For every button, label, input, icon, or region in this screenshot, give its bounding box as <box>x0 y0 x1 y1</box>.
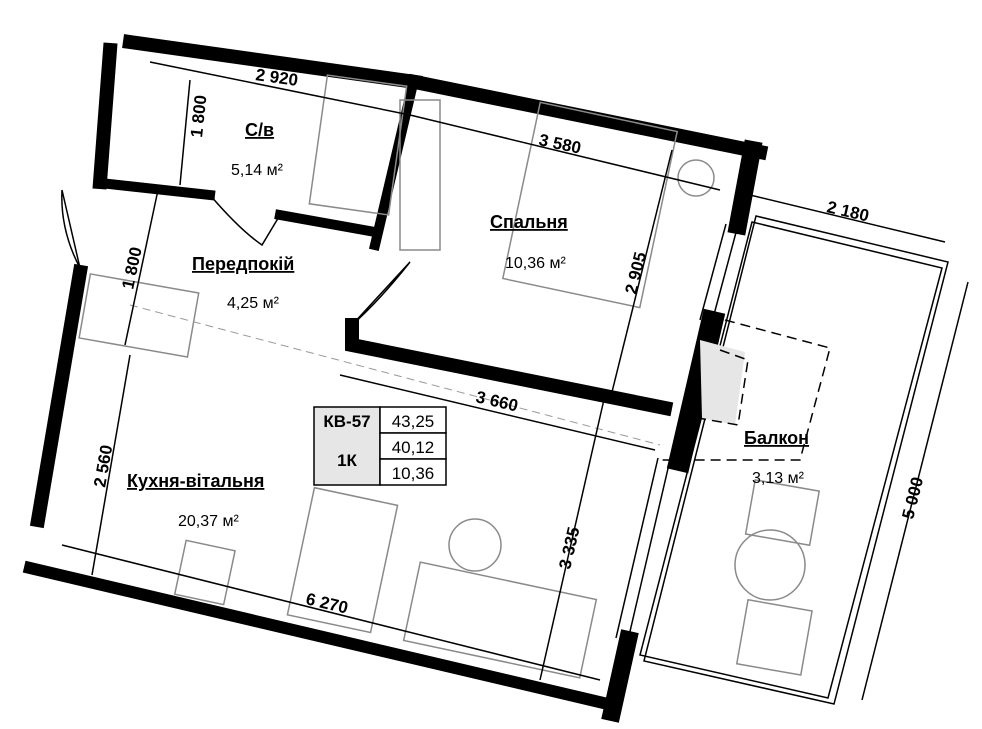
room-name-kitchen-living: Кухня-вітальня <box>127 471 264 491</box>
dimension-lines <box>61 61 969 701</box>
doors <box>61 189 411 326</box>
room-area-hallway: 4,25 м² <box>227 295 280 312</box>
dim-label: 1 800 <box>118 245 145 291</box>
room-name-bedroom: Спальня <box>490 212 568 232</box>
area-without-balcony: 40,12 <box>392 438 435 457</box>
room-area-balcony: 3,13 м² <box>752 470 805 487</box>
dim-label: 2 560 <box>90 443 116 488</box>
dim-label: 3 580 <box>537 130 583 157</box>
apartment-info-box: КВ-57 1К 43,25 40,12 10,36 <box>313 406 447 486</box>
dim-label: 6 270 <box>304 589 350 617</box>
room-name-hallway: Передпокій <box>192 254 294 274</box>
dim-label: 1 800 <box>187 94 210 138</box>
dim-label: 5 000 <box>898 475 927 521</box>
room-area-kitchen-living: 20,37 м² <box>178 513 239 530</box>
apartment-type: 1К <box>337 451 357 470</box>
dim-label: 2 180 <box>825 197 871 225</box>
dim-label: 2 905 <box>621 250 650 296</box>
room-name-balcony: Балкон <box>744 428 809 448</box>
dim-label: 3 335 <box>555 525 583 571</box>
apartment-number: КВ-57 <box>323 412 370 431</box>
dimension-labels: 2 920 1 800 3 580 2 180 1 800 2 905 3 66… <box>90 65 927 617</box>
furniture <box>78 74 831 679</box>
balcony-outline <box>639 215 949 705</box>
room-area-bedroom: 10,36 м² <box>505 255 566 272</box>
total-area: 43,25 <box>392 412 435 431</box>
dim-label: 3 660 <box>474 387 520 415</box>
room-area-bathroom: 5,14 м² <box>231 162 284 179</box>
room-labels: С/в 5,14 м² Спальня 10,36 м² Передпокій … <box>127 120 809 530</box>
living-area: 10,36 <box>392 464 435 483</box>
room-name-bathroom: С/в <box>245 120 274 140</box>
